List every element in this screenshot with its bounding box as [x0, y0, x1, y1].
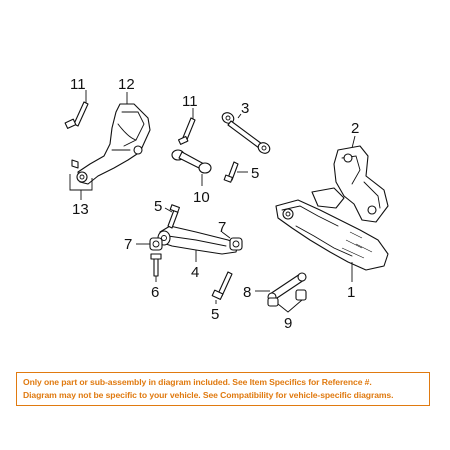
disclaimer-line-2: Diagram may not be specific to your vehi…: [23, 390, 394, 400]
callout-labels: 11 12 13 11 3 10 5 2 5 7 7 4 6 5 8 9 1: [70, 76, 359, 332]
disclaimer-line-1: Only one part or sub-assembly in diagram…: [23, 377, 372, 387]
upper-link-10: [171, 149, 212, 186]
trailing-arm-12: [71, 92, 151, 185]
callout-11-center: 11: [182, 93, 198, 110]
callout-5-upper: 5: [251, 165, 259, 182]
callout-4: 4: [191, 264, 199, 281]
bracket-13: [69, 174, 93, 200]
callout-5-lower: 5: [211, 306, 219, 323]
subframe-bracket-2: [333, 135, 389, 223]
callout-10: 10: [193, 189, 210, 206]
bolt-6: [150, 253, 162, 282]
callout-9: 9: [284, 315, 292, 332]
callout-7-left: 7: [124, 236, 132, 253]
bolt-5-lower: [211, 271, 233, 304]
crossmember-1: [275, 187, 389, 282]
bolt-11-left: [64, 90, 89, 129]
callout-7-right: 7: [218, 219, 226, 236]
callout-2: 2: [351, 120, 359, 137]
callout-8: 8: [243, 284, 251, 301]
bolt-5-left: [164, 204, 180, 229]
bushing-7-right: [221, 231, 243, 251]
bolt-5-upper: [223, 161, 248, 183]
bushing-7-left: [136, 237, 163, 251]
callout-5-left: 5: [154, 198, 162, 215]
callout-13: 13: [72, 201, 89, 218]
bushing-9: [267, 289, 307, 313]
callout-3: 3: [241, 100, 249, 117]
bolt-11-center: [177, 108, 196, 145]
disclaimer-box: Only one part or sub-assembly in diagram…: [16, 372, 430, 406]
lateral-link-3: [221, 112, 271, 154]
callout-12: 12: [118, 76, 135, 93]
callout-6: 6: [151, 284, 159, 301]
callout-1: 1: [347, 284, 355, 301]
parts-diagram: 11 12 13 11 3 10 5 2 5 7 7 4 6 5 8 9 1: [64, 76, 389, 332]
callout-11-left: 11: [70, 76, 86, 93]
